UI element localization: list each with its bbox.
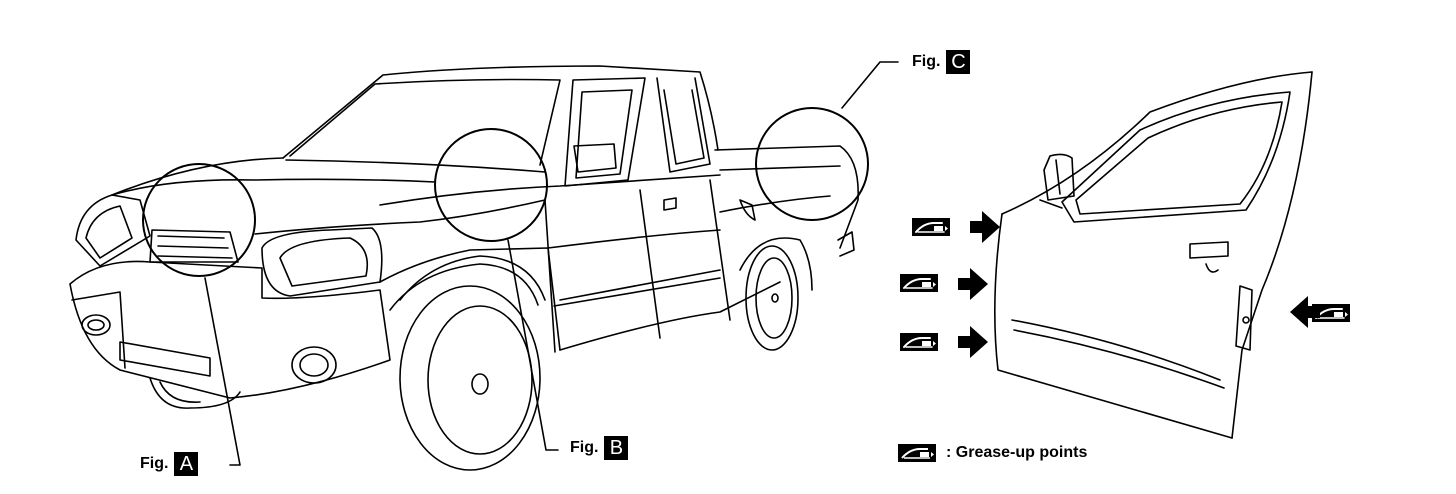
arrow-right-icon <box>957 325 989 359</box>
legend: : Grease-up points <box>898 444 1087 462</box>
arrow-right-icon <box>957 267 989 301</box>
grease-gun-icon <box>911 217 951 237</box>
callout-circle-b <box>434 128 548 242</box>
fig-b-label: Fig. B <box>570 436 629 460</box>
grease-gun-icon <box>899 332 939 352</box>
fig-c-label: Fig. C <box>912 50 971 74</box>
fig-b-letter: B <box>604 436 629 460</box>
fig-a-prefix: Fig. <box>140 455 169 473</box>
callout-circles <box>142 107 869 277</box>
fig-b-prefix: Fig. <box>570 439 599 457</box>
pickup-truck-illustration <box>69 65 859 471</box>
fig-c-prefix: Fig. <box>912 53 941 71</box>
grease-gun-icon <box>899 273 939 293</box>
arrow-right-icon <box>969 210 1001 244</box>
leader-lines <box>204 61 899 466</box>
callout-circle-a <box>142 163 256 277</box>
callout-circle-c <box>755 107 869 221</box>
fig-a-label: Fig. A <box>140 452 199 476</box>
arrow-left-icon <box>1289 295 1321 329</box>
front-door-illustration <box>994 71 1313 439</box>
fig-c-letter: C <box>946 50 971 74</box>
fig-a-letter: A <box>174 452 199 476</box>
grease-gun-icon <box>898 444 936 462</box>
legend-text: : Grease-up points <box>946 444 1088 461</box>
